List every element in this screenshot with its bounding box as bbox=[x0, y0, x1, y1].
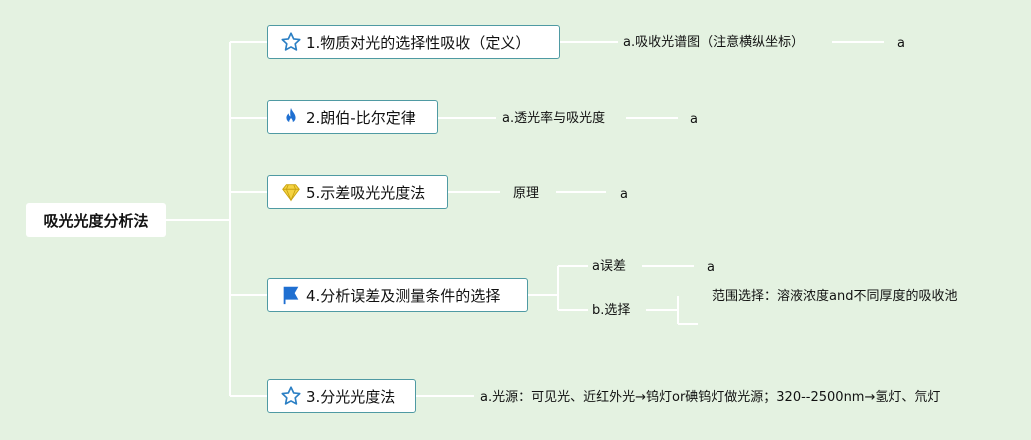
b4-child-1-leaf[interactable]: a bbox=[707, 260, 715, 275]
b2-child-1-leaf[interactable]: a bbox=[690, 112, 698, 127]
fire-icon bbox=[280, 106, 302, 128]
b4-child-2[interactable]: b.选择 bbox=[592, 303, 631, 318]
branch-topic-2-label: 2.朗伯-比尔定律 bbox=[306, 108, 416, 127]
branch-topic-5-label: 3.分光光度法 bbox=[306, 387, 396, 406]
b5-child-1[interactable]: a.光源：可见光、近红外光→钨灯or碘钨灯做光源；320--2500nm→氢灯、… bbox=[480, 390, 941, 405]
star-icon bbox=[280, 31, 302, 53]
star-icon bbox=[280, 385, 302, 407]
branch-topic-1-label: 1.物质对光的选择性吸收（定义） bbox=[306, 33, 531, 52]
branch-topic-3-label: 5.示差吸光光度法 bbox=[306, 183, 426, 202]
branch-topic-2[interactable]: 2.朗伯-比尔定律 bbox=[267, 100, 438, 134]
branch-topic-3[interactable]: 5.示差吸光光度法 bbox=[267, 175, 448, 209]
diamond-icon bbox=[280, 181, 302, 203]
root-topic-label: 吸光光度分析法 bbox=[43, 211, 149, 230]
b3-child-1[interactable]: 原理 bbox=[513, 186, 540, 201]
flag-icon bbox=[280, 284, 302, 306]
branch-topic-4-label: 4.分析误差及测量条件的选择 bbox=[306, 286, 501, 305]
branch-topic-4[interactable]: 4.分析误差及测量条件的选择 bbox=[267, 278, 528, 312]
branch-topic-5[interactable]: 3.分光光度法 bbox=[267, 379, 416, 413]
b1-child-1[interactable]: a.吸收光谱图（注意横纵坐标） bbox=[623, 35, 805, 50]
branch-topic-1[interactable]: 1.物质对光的选择性吸收（定义） bbox=[267, 25, 560, 59]
b2-child-1[interactable]: a.透光率与吸光度 bbox=[502, 111, 606, 126]
b3-child-1-leaf[interactable]: a bbox=[620, 187, 628, 202]
b1-child-1-leaf[interactable]: a bbox=[897, 36, 905, 51]
b4-child-1[interactable]: a误差 bbox=[592, 259, 626, 274]
root-topic[interactable]: 吸光光度分析法 bbox=[26, 203, 166, 237]
b4-child-2-leaf[interactable]: 范围选择：溶液浓度and不同厚度的吸收池 bbox=[712, 289, 958, 304]
